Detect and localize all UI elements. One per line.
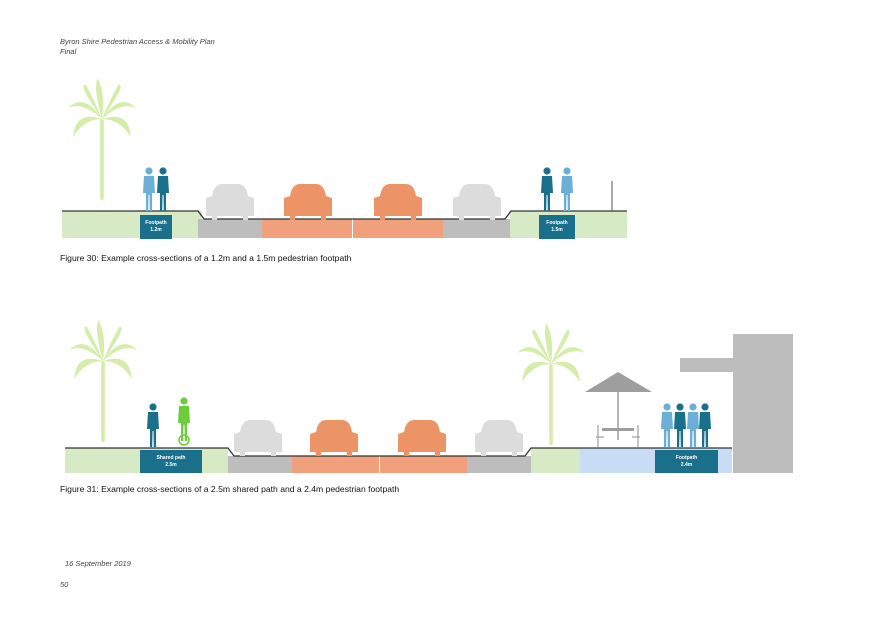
car-icon [284,184,332,220]
pedestrian-icon [147,403,159,447]
footpath-label-box: Footpath 1.5m [539,215,575,239]
car-icon [398,420,446,456]
shared-path-width: 2.5m [165,462,177,468]
car-icon [234,420,282,456]
shared-path-label-box: Shared path 2.5m [140,450,202,473]
palm-tree-icon [68,320,138,442]
palm-tree-icon [67,78,137,200]
building-icon [680,334,793,473]
page-number: 50 [60,580,69,589]
footpath-width: 2.4m [680,462,693,468]
figure-30-caption: Figure 30: Example cross-sections of a 1… [60,253,352,263]
footpath-label-box: Footpath 1.2m [140,215,172,239]
figure-30-illustration [62,78,627,238]
car-icon [374,184,422,220]
car-icon [310,420,358,456]
footpath-label: Footpath [145,220,167,226]
figure-31-caption: Figure 31: Example cross-sections of a 2… [60,484,400,494]
car-icon [206,184,254,220]
footpath-label: Footpath [546,220,568,226]
footpath-label: Footpath [675,455,698,461]
shared-path-label: Shared path [156,455,186,461]
pedestrian-icon [541,167,573,211]
car-icon [453,184,501,220]
footpath-width: 1.5m [551,227,563,233]
palm-tree-icon [516,323,586,445]
cafe-umbrella-icon [585,372,652,447]
document-status: Final [60,47,77,56]
pedestrian-group-icon [661,403,711,447]
footer-date: 16 September 2019 [65,559,131,568]
footpath-label-box: Footpath 2.4m [655,450,718,473]
cyclist-icon [178,397,190,446]
footpath-width: 1.2m [150,227,162,233]
car-icon [475,420,523,456]
pedestrian-icon [143,167,169,211]
document-title: Byron Shire Pedestrian Access & Mobility… [60,37,215,46]
